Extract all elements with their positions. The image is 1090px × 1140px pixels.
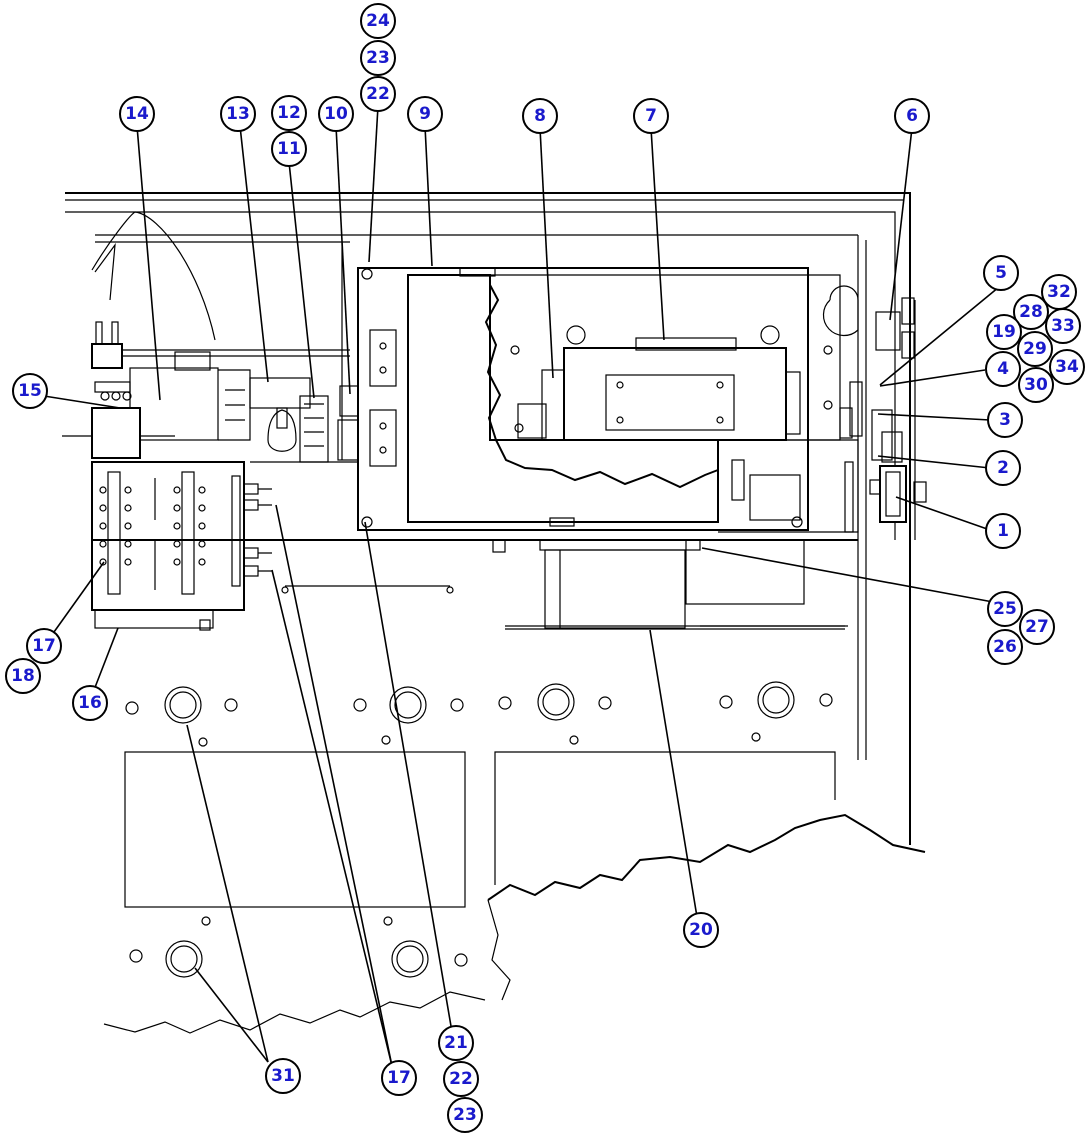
callout-15: 15 — [12, 373, 48, 409]
callout-28: 28 — [1013, 294, 1049, 330]
svg-text:32: 32 — [1047, 282, 1071, 302]
callout-30: 30 — [1018, 367, 1054, 403]
callout-27: 27 — [1019, 609, 1055, 645]
svg-text:30: 30 — [1024, 375, 1048, 395]
callout-4: 4 — [985, 351, 1021, 387]
callout-23: 23 — [447, 1097, 483, 1133]
callout-20: 20 — [683, 912, 719, 948]
callout-5: 5 — [983, 255, 1019, 291]
svg-text:18: 18 — [11, 666, 35, 686]
svg-text:2: 2 — [997, 458, 1009, 478]
callout-3: 3 — [987, 402, 1023, 438]
callout-12: 12 — [271, 95, 307, 131]
callout-22: 22 — [443, 1061, 479, 1097]
svg-text:23: 23 — [366, 48, 390, 68]
torn-edge-board — [484, 284, 719, 489]
callout-34: 34 — [1049, 349, 1085, 385]
callout-16: 16 — [72, 685, 108, 721]
callout-2: 2 — [985, 450, 1021, 486]
callout-18: 18 — [5, 658, 41, 694]
svg-text:26: 26 — [993, 637, 1017, 657]
callout-23: 23 — [360, 40, 396, 76]
svg-text:22: 22 — [366, 84, 390, 104]
callout-11: 11 — [271, 131, 307, 167]
torn-edge-lower-right — [487, 813, 926, 901]
svg-text:17: 17 — [387, 1068, 411, 1088]
svg-text:14: 14 — [125, 104, 149, 124]
svg-text:27: 27 — [1025, 617, 1049, 637]
svg-text:29: 29 — [1023, 339, 1047, 359]
svg-text:13: 13 — [226, 104, 250, 124]
svg-text:20: 20 — [689, 920, 713, 940]
svg-text:12: 12 — [277, 103, 301, 123]
callout-7: 7 — [633, 98, 669, 134]
callout-17: 17 — [26, 628, 62, 664]
svg-text:11: 11 — [277, 139, 301, 159]
svg-text:6: 6 — [906, 106, 918, 126]
svg-text:16: 16 — [78, 693, 102, 713]
callout-31: 31 — [265, 1058, 301, 1094]
callout-9: 9 — [407, 96, 443, 132]
svg-text:23: 23 — [453, 1105, 477, 1125]
svg-text:31: 31 — [271, 1066, 295, 1086]
callout-13: 13 — [220, 96, 256, 132]
svg-text:22: 22 — [449, 1069, 473, 1089]
callout-19: 19 — [986, 314, 1022, 350]
svg-text:5: 5 — [995, 263, 1007, 283]
callout-1: 1 — [985, 513, 1021, 549]
svg-text:21: 21 — [444, 1033, 468, 1053]
terminal-board — [91, 461, 272, 631]
svg-text:10: 10 — [324, 104, 348, 124]
svg-text:25: 25 — [993, 599, 1017, 619]
right-bracket — [839, 297, 927, 523]
svg-text:24: 24 — [366, 11, 390, 31]
svg-text:17: 17 — [32, 636, 56, 656]
callout-14: 14 — [119, 96, 155, 132]
left-relay-assembly — [62, 321, 251, 459]
torn-edge-lower-left — [103, 991, 486, 1034]
callout-6: 6 — [894, 98, 930, 134]
center-components — [249, 242, 361, 463]
callout-10: 10 — [318, 96, 354, 132]
svg-text:28: 28 — [1019, 302, 1043, 322]
lower-panel — [124, 681, 836, 978]
svg-text:4: 4 — [997, 359, 1009, 379]
callout-24: 24 — [360, 3, 396, 39]
svg-text:7: 7 — [645, 106, 657, 126]
torn-edge-vertical — [487, 899, 511, 1001]
leader-lines — [43, 105, 1000, 1067]
svg-text:3: 3 — [999, 410, 1011, 430]
callout-32: 32 — [1041, 274, 1077, 310]
callout-26: 26 — [987, 629, 1023, 665]
callout-25: 25 — [987, 591, 1023, 627]
callout-22: 22 — [360, 76, 396, 112]
svg-text:33: 33 — [1051, 316, 1075, 336]
callout-29: 29 — [1017, 331, 1053, 367]
callout-17: 17 — [381, 1060, 417, 1096]
svg-text:1: 1 — [997, 521, 1009, 541]
svg-text:15: 15 — [18, 381, 42, 401]
callout-33: 33 — [1045, 308, 1081, 344]
svg-text:9: 9 — [419, 104, 431, 124]
svg-text:8: 8 — [534, 106, 546, 126]
svg-text:34: 34 — [1055, 357, 1079, 377]
callout-21: 21 — [438, 1025, 474, 1061]
callout-8: 8 — [522, 98, 558, 134]
callouts: 24 23 22 14 13 12 11 10 9 8 7 6 5 32 28 … — [5, 3, 1085, 1133]
transformer — [492, 539, 848, 630]
svg-text:19: 19 — [992, 322, 1016, 342]
